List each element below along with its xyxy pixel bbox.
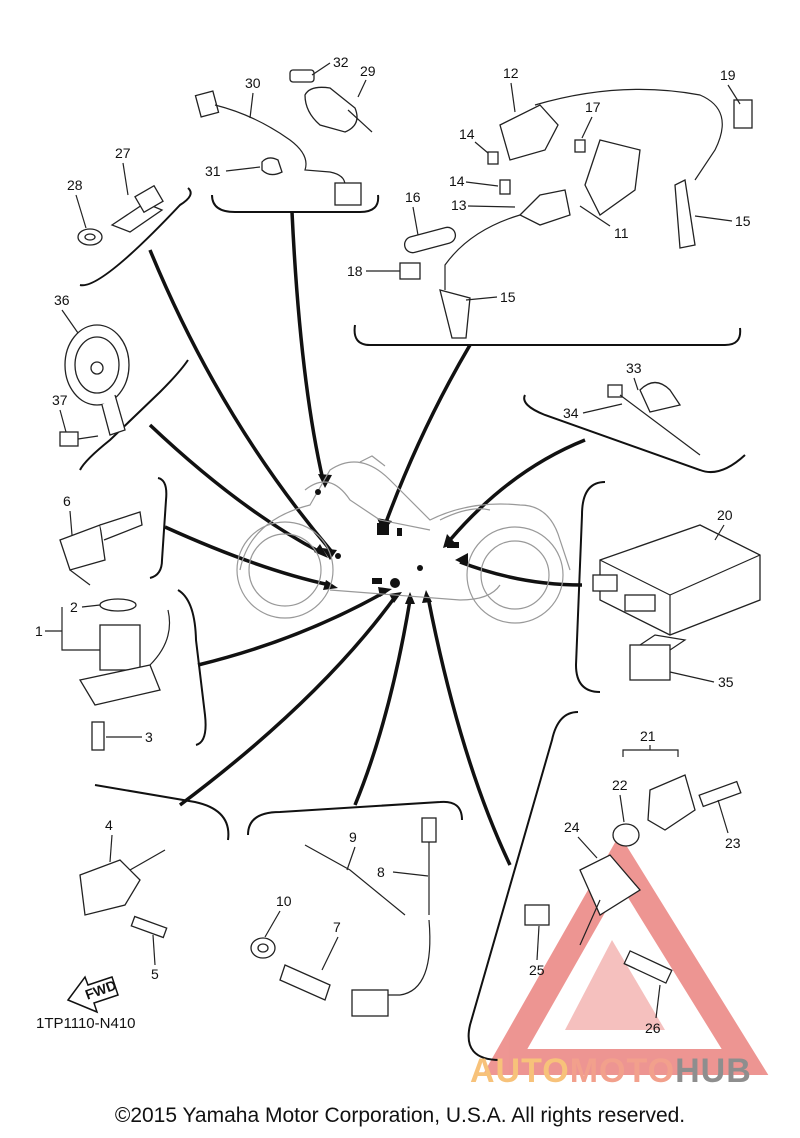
callout-27: 27 <box>115 145 131 161</box>
callout-17: 17 <box>585 99 601 115</box>
callout-1: 1 <box>35 623 43 639</box>
callout-4: 4 <box>105 817 113 833</box>
bike-component-markers <box>315 489 459 588</box>
callout-34: 34 <box>563 405 579 421</box>
callout-3: 3 <box>145 729 153 745</box>
callout-15b: 15 <box>500 289 516 305</box>
callout-numbers: 28 27 30 32 29 31 12 19 17 14 14 13 16 1… <box>35 54 751 1036</box>
sensor-4-drawing <box>79 849 168 939</box>
callout-15a: 15 <box>735 213 751 229</box>
callout-33: 33 <box>626 360 642 376</box>
callout-32: 32 <box>333 54 349 70</box>
callout-26: 26 <box>645 1020 661 1036</box>
horn-drawing <box>59 324 130 447</box>
callout-2: 2 <box>70 599 78 615</box>
copyright-notice: ©2015 Yamaha Motor Corporation, U.S.A. A… <box>114 1104 686 1127</box>
watermark-brand: AUTOMOTOHUB <box>470 1052 752 1091</box>
callout-19: 19 <box>720 67 736 83</box>
callout-18: 18 <box>347 263 363 279</box>
callout-7: 7 <box>333 919 341 935</box>
callout-5: 5 <box>151 966 159 982</box>
callout-9: 9 <box>349 829 357 845</box>
callout-10: 10 <box>276 893 292 909</box>
callout-13: 13 <box>451 197 467 213</box>
sensor-1-drawing <box>78 598 171 751</box>
callout-20: 20 <box>717 507 733 523</box>
callout-14b: 14 <box>449 173 465 189</box>
watermark-logo <box>482 834 769 1075</box>
sensor-7-10-drawing <box>250 817 437 1017</box>
watermark-brand-moto: MOTO <box>569 1052 676 1090</box>
sensor-29-30-drawing <box>194 69 373 206</box>
callout-16: 16 <box>405 189 421 205</box>
motorcycle-outline <box>236 455 571 624</box>
callout-23: 23 <box>725 835 741 851</box>
diagram-part-code: 1TP1110-N410 <box>36 1015 136 1032</box>
callout-22: 22 <box>612 777 628 793</box>
group-frames <box>79 187 746 1061</box>
switch-6-drawing <box>59 511 143 586</box>
callout-14a: 14 <box>459 126 475 142</box>
callout-30: 30 <box>245 75 261 91</box>
ecu-drawing <box>592 524 761 681</box>
callout-24: 24 <box>564 819 580 835</box>
callout-25: 25 <box>529 962 545 978</box>
callout-31: 31 <box>205 163 221 179</box>
callout-11: 11 <box>614 225 629 241</box>
ignition-coils-drawing <box>399 88 753 339</box>
callout-29: 29 <box>360 63 376 79</box>
cable-band-drawing <box>607 381 701 456</box>
watermark-brand-auto: AUTO <box>470 1052 570 1090</box>
watermark-brand-hub: HUB <box>675 1052 752 1090</box>
callout-28: 28 <box>67 177 83 193</box>
callout-35: 35 <box>718 674 734 690</box>
callout-37: 37 <box>52 392 68 408</box>
callout-21: 21 <box>640 728 656 744</box>
fwd-arrow-icon: FWD <box>66 975 119 1014</box>
callout-8: 8 <box>377 864 385 880</box>
callout-6: 6 <box>63 493 71 509</box>
sensor-21-26-drawing <box>524 774 742 984</box>
leader-lines <box>148 211 586 866</box>
callout-12: 12 <box>503 65 519 81</box>
sensor-27-drawing <box>77 184 164 246</box>
callout-36: 36 <box>54 292 70 308</box>
